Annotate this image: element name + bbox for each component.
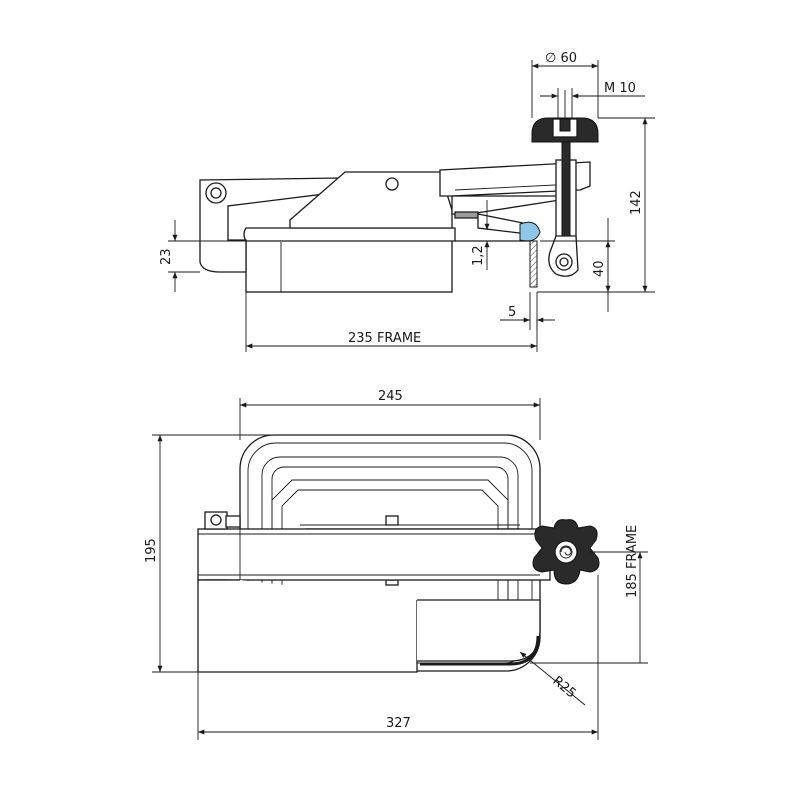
wall-thickness-label: 5	[508, 305, 516, 320]
clamp-bar-top	[197, 528, 551, 581]
gap-label: 1,2	[471, 245, 486, 266]
knob-diameter-label: ∅ 60	[545, 51, 577, 66]
dome-bolt	[385, 177, 399, 191]
overall-width-label: 245	[378, 389, 403, 404]
overall-depth-label: 195	[144, 538, 159, 563]
thread-label: M 10	[604, 81, 636, 96]
gasket	[519, 221, 541, 242]
lid-plate	[243, 227, 456, 242]
neck-height-label: 40	[592, 260, 607, 277]
total-height-label: 142	[629, 190, 644, 215]
neck-wall	[529, 240, 538, 288]
left-height-label: 23	[159, 248, 174, 265]
frame-width-label: 235 FRAME	[348, 331, 421, 346]
seal	[454, 211, 479, 219]
top-view: 245 195 185 FRAME R25 327	[144, 389, 648, 740]
frame-depth-label: 185 FRAME	[625, 525, 640, 598]
frame-body	[245, 239, 453, 293]
hinge-arm	[199, 177, 341, 273]
side-view: ∅ 60 M 10 142 40 1,2 23 5	[159, 51, 655, 352]
clamp-bar	[439, 161, 591, 197]
radius-label: R25	[549, 674, 578, 702]
overall-length-label: 327	[386, 716, 411, 731]
star-knob	[532, 519, 600, 585]
